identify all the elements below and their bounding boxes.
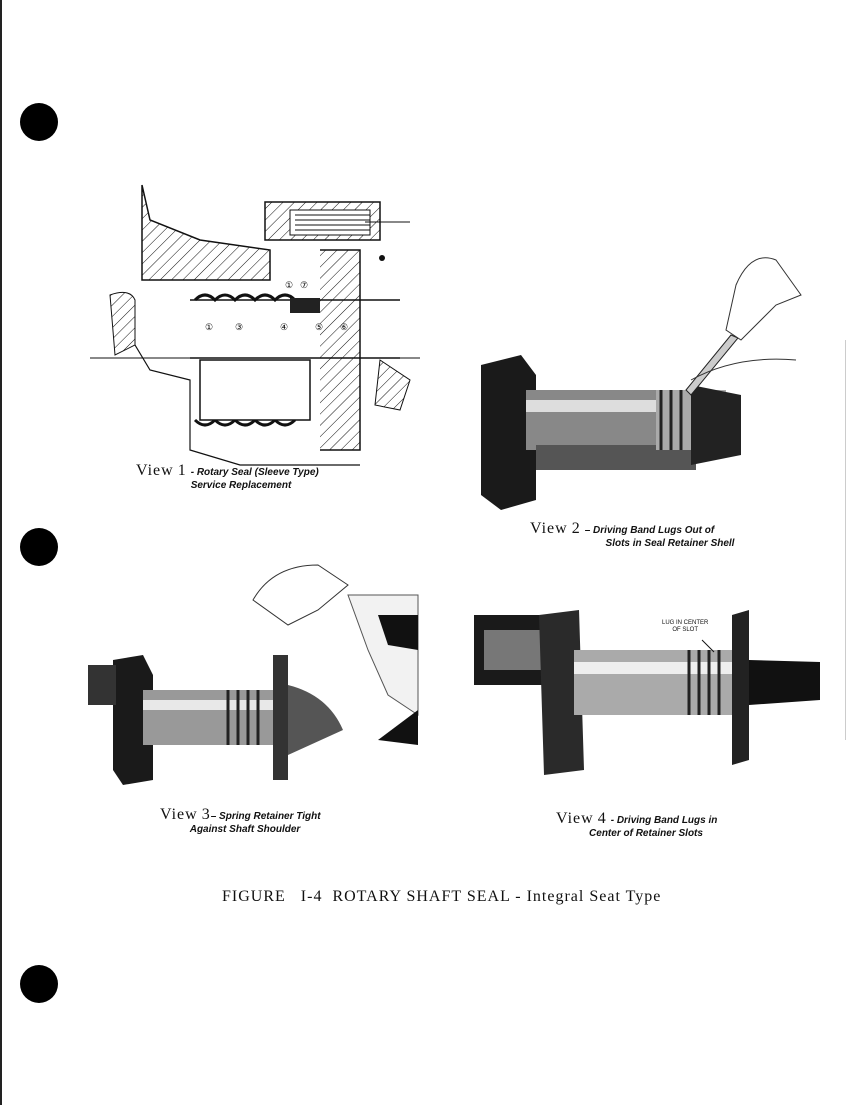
lug-callout-line2: OF SLOT bbox=[672, 627, 698, 634]
view2-desc-line2: Slots in Seal Retainer Shell bbox=[605, 537, 735, 549]
view2-label: View bbox=[530, 520, 568, 537]
view3-photo bbox=[88, 564, 419, 785]
page-right-edge bbox=[845, 340, 846, 740]
page-left-edge bbox=[0, 0, 2, 1105]
view3-desc-line1: Spring Retainer Tight bbox=[219, 811, 321, 822]
figure-title: FIGURE I-4 ROTARY SHAFT SEAL - Integral … bbox=[222, 888, 662, 905]
lug-callout-line1: LUG IN CENTER bbox=[662, 620, 709, 626]
svg-text:③: ③ bbox=[235, 322, 243, 332]
view1-label: View bbox=[136, 462, 174, 479]
view4-desc-line1: Driving Band Lugs in bbox=[616, 815, 718, 826]
svg-text:④: ④ bbox=[280, 322, 288, 332]
view1-desc-line1: Rotary Seal (Sleeve Type) bbox=[196, 467, 319, 478]
view4-dash: - bbox=[610, 815, 617, 826]
view4-caption: View 4 - Driving Band Lugs in Center of … bbox=[556, 810, 776, 839]
view2-dash: – bbox=[584, 525, 594, 536]
view1-dash: - bbox=[190, 467, 197, 478]
binder-hole-bottom bbox=[20, 965, 58, 1003]
view1-desc-line2: Service Replacement bbox=[190, 479, 292, 491]
view3-label: View bbox=[160, 806, 198, 823]
view1-number: 1 bbox=[177, 462, 187, 479]
svg-text:①: ① bbox=[285, 280, 293, 290]
svg-text:⑦: ⑦ bbox=[300, 280, 308, 290]
view2-desc-line1: Driving Band Lugs Out of bbox=[593, 525, 715, 536]
svg-text:①: ① bbox=[205, 322, 213, 332]
view3-dash: – bbox=[210, 811, 220, 822]
view2-caption: View 2 – Driving Band Lugs Out of Slots … bbox=[530, 520, 750, 549]
view3-number: 3 bbox=[201, 806, 211, 823]
lug-callout: LUG IN CENTER OF SLOT bbox=[662, 620, 708, 634]
binder-hole-top bbox=[20, 103, 58, 141]
binder-hole-middle bbox=[20, 528, 58, 566]
view3-caption: View 3– Spring Retainer Tight Against Sh… bbox=[160, 806, 380, 835]
view4-label: View bbox=[556, 810, 594, 827]
view4-photo bbox=[474, 610, 820, 775]
view2-number: 2 bbox=[571, 520, 581, 537]
view4-desc-line2: Center of Retainer Slots bbox=[589, 827, 703, 839]
svg-text:⑥: ⑥ bbox=[340, 322, 348, 332]
svg-text:⑤: ⑤ bbox=[315, 322, 323, 332]
view4-number: 4 bbox=[597, 810, 607, 827]
view1-caption: View 1 - Rotary Seal (Sleeve Type) Servi… bbox=[136, 462, 366, 491]
view1-seal-cross-section: ① ⑦ ① ③ ④ ⑤ ⑥ bbox=[90, 184, 420, 466]
view3-desc-line2: Against Shaft Shoulder bbox=[189, 823, 301, 835]
view2-photo bbox=[481, 257, 802, 510]
